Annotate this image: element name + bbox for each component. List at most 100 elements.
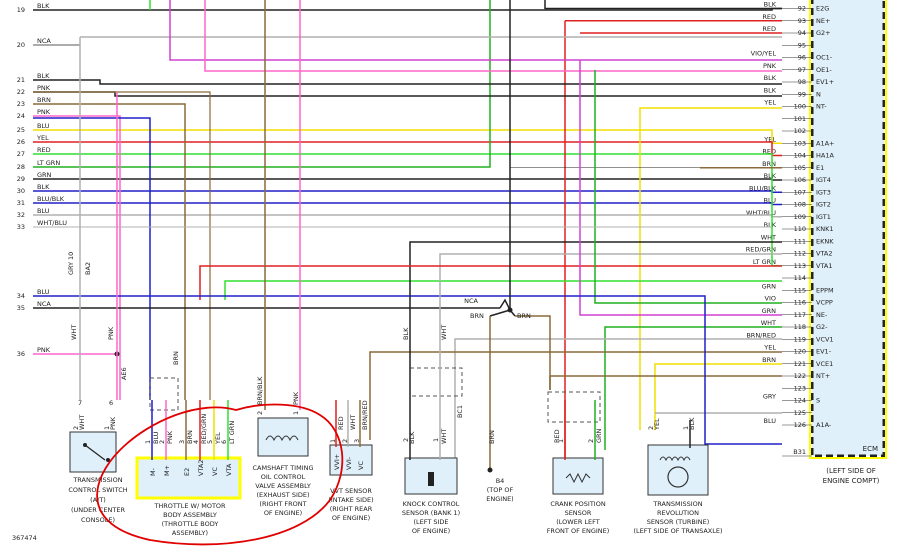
throttle-terminal: VTA2 — [197, 460, 205, 477]
trans-rev-pin-number: 1 — [682, 426, 690, 430]
camshaft-label: VALVE ASSEMBLY — [255, 482, 311, 490]
ecm-pin-wire-color: BRN/RED — [746, 331, 776, 339]
ecm-pin-terminal: IGT4 — [816, 176, 831, 184]
throttle-connector — [149, 377, 179, 411]
ecm-pin-wire-color: WHT — [761, 233, 776, 241]
vvt-wire-label: RED — [337, 416, 345, 430]
left-row-wire-label: YEL — [36, 134, 49, 142]
throttle-pin-number: 2 — [158, 440, 166, 444]
left-row-wire-label: NCA — [37, 300, 51, 308]
ecm-pin-wire-color: YEL — [763, 135, 776, 143]
left-row-number: 20 — [17, 41, 25, 49]
trans-rev-label: SENSOR (TURBINE) — [647, 518, 710, 526]
trans-switch-wire: PNK — [109, 416, 117, 430]
trans-rev-label: (LEFT SIDE OF TRANSAXLE) — [633, 527, 722, 535]
ecm-label: ECM — [863, 445, 878, 453]
ecm-pin-terminal: A1A+ — [816, 139, 834, 147]
left-row-number: 31 — [17, 199, 25, 207]
left-row-wire-label: PNK — [37, 108, 51, 116]
gry-number: 10 — [67, 252, 75, 260]
ecm-pin-terminal: VCE1 — [816, 360, 833, 368]
trans-switch-pin: 7 — [78, 399, 82, 407]
crank-wire-label: GRN — [595, 428, 603, 443]
trans-rev-gear-icon — [667, 466, 689, 488]
left-row-wire-label: BLU — [37, 122, 50, 130]
wire-trunk — [33, 117, 151, 400]
ecm-pin-terminal: A1A- — [816, 421, 832, 429]
ecm-pin-terminal: S — [816, 397, 820, 405]
ecm-pin-wire-color: BLK — [764, 221, 777, 229]
ecm-pin-terminal: G2- — [816, 323, 828, 331]
ecm-pin-wire-color: RED — [762, 148, 776, 156]
crank-coil-icon — [565, 472, 591, 484]
ecm-pin-wire-color: BRN — [762, 356, 776, 364]
trans-switch-pin: 6 — [109, 399, 113, 407]
ecm-pin-b31: B31 — [793, 448, 806, 456]
ecm-pin-wire-color: GRY — [763, 393, 776, 401]
wht-label: WHT — [440, 325, 448, 340]
left-row-wire-label: PNK — [37, 346, 51, 354]
vvt-label: OF ENGINE) — [332, 514, 370, 522]
throttle-wire-label: YEL — [214, 432, 222, 445]
vvt-label: (INTAKE SIDE) — [328, 496, 373, 504]
wire-trunk — [579, 60, 782, 316]
ecm-highlight — [809, 0, 887, 459]
splice-label: NCA — [464, 297, 478, 305]
left-row-wire-label: BLU/BLK — [37, 195, 65, 203]
throttle-wire-label: PNK — [166, 430, 174, 444]
ecm-location-line: (LEFT SIDE OF — [826, 467, 876, 475]
ecm-pin-terminal: EV1+ — [816, 78, 834, 86]
wire-trunk — [33, 190, 782, 193]
camshaft-label: (EXHAUST SIDE) — [256, 491, 309, 499]
blk-label: BLK — [402, 327, 410, 340]
ecm-pin-terminal: OC1- — [816, 54, 833, 62]
throttle-pin-number: 6 — [220, 440, 228, 444]
knock-shield — [409, 367, 463, 397]
ecm-pin-terminal: IGT1 — [816, 213, 831, 221]
left-row-number: 19 — [17, 6, 25, 14]
wire-trunk — [33, 178, 782, 181]
wire-trunk — [604, 326, 782, 450]
trans-rev-wire-label: BLK — [688, 417, 696, 430]
trans-rev-pin-number: 2 — [647, 426, 655, 430]
throttle-wire-label: RED/GRN — [200, 414, 208, 444]
left-row-wire-label: BLK — [37, 72, 50, 80]
vvt-body — [329, 444, 373, 476]
wire-trunk — [204, 0, 782, 72]
ecm-pin-terminal: NT+ — [816, 372, 830, 380]
left-row-wire-label: LT GRN — [37, 159, 60, 167]
crank-shield — [547, 391, 601, 423]
ecm-box — [810, 0, 886, 458]
ecm-pin-wire-color: RED — [762, 25, 776, 33]
ecm-pin-terminal: EPPM — [816, 286, 834, 294]
ecm-pin-wire-color: BLU — [763, 417, 776, 425]
throttle-terminal: M+ — [163, 465, 171, 476]
trans-switch-pinnum: 2 — [72, 426, 80, 430]
ecm-pin-terminal: VTA2 — [816, 250, 833, 258]
wire-trunk — [33, 153, 782, 267]
knock-label: (LEFT SIDE — [413, 518, 448, 526]
crank-pin-number: 2 — [587, 439, 595, 443]
trans-rev-label: TRANSMISSION — [652, 500, 702, 508]
knock-body — [404, 457, 458, 495]
throttle-terminal: E2 — [183, 468, 191, 476]
wire-trunk — [499, 298, 511, 311]
wire-trunk — [199, 265, 782, 300]
ecm-pin-terminal: NT- — [816, 103, 827, 111]
throttle-label: BODY ASSEMBLY — [163, 511, 217, 519]
ecm-pin-wire-color: VIO/YEL — [751, 50, 777, 58]
ecm-pin-wire-color: WHT/BLU — [746, 209, 776, 217]
camshaft-body — [257, 417, 309, 457]
knock-conn: BC1 — [456, 405, 464, 418]
left-row-number: 28 — [17, 163, 25, 171]
brnblk-label: BRN/BLK — [256, 376, 264, 405]
camshaft-pin: 1 — [292, 411, 300, 415]
ecm-pin-wire-color: VIO — [765, 295, 776, 303]
wire-trunk — [224, 280, 782, 300]
throttle-pin-number: 5 — [206, 440, 214, 444]
left-row-number: 33 — [17, 223, 25, 231]
ecm-pin-wire-color: BLU/BLK — [749, 184, 777, 192]
ecm-location-line: ENGINE COMPT) — [823, 477, 880, 485]
